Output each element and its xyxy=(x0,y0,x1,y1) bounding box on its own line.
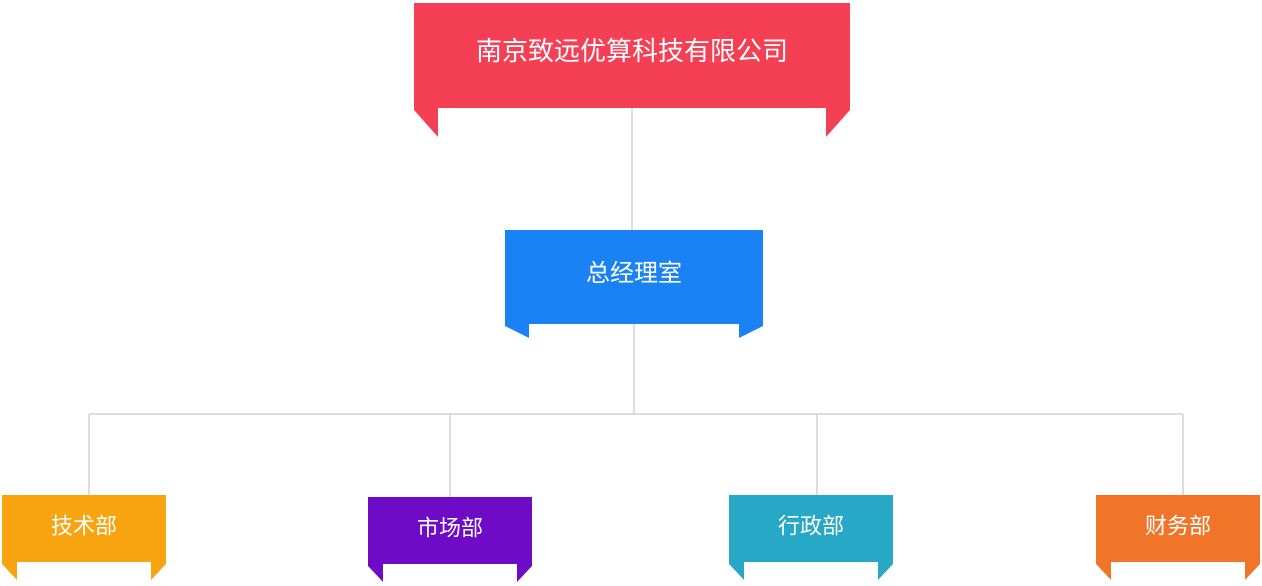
node-manager-shape xyxy=(505,230,763,338)
node-dept-tech[interactable]: 技术部 xyxy=(2,495,166,580)
node-dept-market[interactable]: 市场部 xyxy=(368,497,532,582)
node-dept-finance[interactable]: 财务部 xyxy=(1096,495,1260,580)
connectors xyxy=(88,108,1184,497)
node-dept-admin[interactable]: 行政部 xyxy=(729,495,893,580)
node-dept-market-label: 市场部 xyxy=(417,517,483,542)
node-dept-finance-label: 财务部 xyxy=(1145,515,1211,540)
node-company-shape xyxy=(414,3,850,137)
node-dept-tech-shape xyxy=(2,495,166,580)
node-dept-admin-shape xyxy=(729,495,893,580)
node-manager-label: 总经理室 xyxy=(586,259,682,287)
node-dept-market-shape xyxy=(368,497,532,582)
node-company-label: 南京致远优算科技有限公司 xyxy=(476,37,788,67)
node-company[interactable]: 南京致远优算科技有限公司 xyxy=(414,3,850,137)
node-general-manager-office[interactable]: 总经理室 xyxy=(505,230,763,338)
node-dept-finance-shape xyxy=(1096,495,1260,580)
node-dept-admin-label: 行政部 xyxy=(778,515,844,540)
node-dept-tech-label: 技术部 xyxy=(51,515,117,540)
